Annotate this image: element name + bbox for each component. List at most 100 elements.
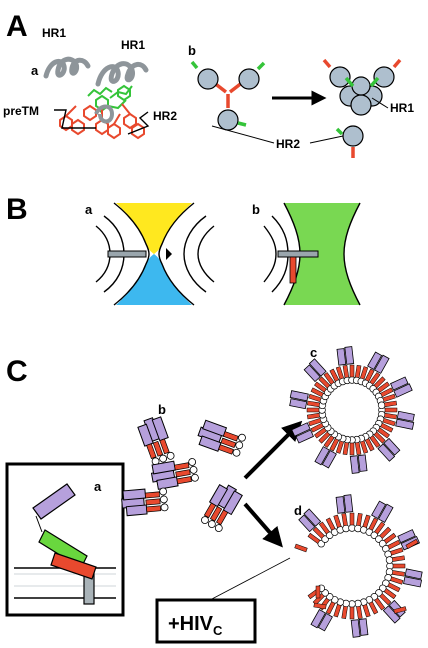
peptide-red bbox=[391, 570, 405, 577]
vesicle-bundle bbox=[335, 494, 354, 514]
peptide-red bbox=[373, 376, 386, 389]
peptide-red bbox=[308, 417, 322, 427]
panel-cd-tag: d bbox=[294, 503, 302, 518]
peptide-red bbox=[333, 514, 342, 528]
vesicle-bundle bbox=[367, 351, 390, 374]
label-hr2-b: HR2 bbox=[276, 137, 300, 151]
peptide-red bbox=[312, 526, 325, 539]
peptide-red bbox=[349, 442, 355, 456]
peptide-red bbox=[329, 368, 340, 382]
peptide-red bbox=[359, 366, 369, 380]
hr2-leader-left bbox=[211, 125, 275, 144]
peptide-red bbox=[314, 427, 327, 439]
peptide-bundles bbox=[121, 416, 246, 532]
trimer-right bbox=[322, 58, 402, 158]
peptide-red bbox=[374, 521, 386, 535]
peptide-red bbox=[383, 532, 397, 544]
peptide-red bbox=[318, 376, 331, 389]
hivc-label: +HIVC bbox=[168, 613, 223, 638]
peptide-red bbox=[325, 517, 336, 531]
peptide-red bbox=[382, 393, 396, 403]
vesicle-bundle bbox=[336, 346, 355, 366]
peptide-red bbox=[333, 604, 342, 618]
lipid-head bbox=[377, 401, 386, 410]
peptide-red bbox=[362, 514, 371, 528]
pretm-line bbox=[54, 109, 96, 129]
vesicle-c bbox=[289, 346, 415, 474]
peptide-red bbox=[314, 381, 327, 393]
panel-ca-tag: a bbox=[94, 479, 102, 494]
vesicle-bundle bbox=[350, 618, 369, 638]
peptide-red bbox=[308, 393, 322, 403]
vesicle-bundle bbox=[303, 358, 327, 383]
free-peptide bbox=[313, 602, 327, 610]
peptide-red bbox=[383, 588, 397, 600]
peptide-red bbox=[306, 407, 320, 413]
panel-a-letter: A bbox=[6, 10, 28, 43]
vesicle-bundle bbox=[377, 437, 401, 462]
peptide-red bbox=[310, 387, 324, 398]
peptide-red bbox=[382, 417, 396, 427]
panel-ba-tag: a bbox=[85, 202, 93, 217]
peptide-red bbox=[379, 593, 392, 606]
trimer-left bbox=[190, 60, 266, 131]
helix-hr1-left bbox=[43, 56, 91, 79]
peptide-red bbox=[391, 555, 405, 562]
peptide-red bbox=[306, 400, 321, 408]
hivc-leader bbox=[209, 557, 291, 601]
vesicle-d bbox=[294, 494, 423, 638]
label-pretm: preTM bbox=[3, 104, 39, 118]
free-peptide bbox=[393, 606, 407, 614]
peptide-red bbox=[384, 407, 398, 413]
hivc-box bbox=[155, 598, 257, 644]
vesicle-bundle bbox=[310, 609, 333, 632]
peptide-red bbox=[342, 364, 350, 379]
peptide-red bbox=[323, 435, 335, 448]
peptide-red bbox=[369, 435, 381, 448]
vesicle-bundle bbox=[403, 568, 423, 588]
peptide-red bbox=[307, 532, 321, 544]
peptide-red bbox=[341, 605, 348, 619]
peptide-red bbox=[349, 364, 355, 378]
peptide-red bbox=[349, 512, 355, 526]
peptide-red bbox=[341, 513, 348, 527]
red-residues bbox=[59, 103, 145, 140]
peptide-red bbox=[335, 366, 345, 380]
peptide-red bbox=[349, 606, 355, 620]
helix-core bbox=[94, 104, 115, 124]
free-peptide bbox=[315, 585, 321, 599]
label-hr1-left: HR1 bbox=[42, 26, 66, 40]
label-hr1-b: HR1 bbox=[390, 101, 414, 115]
hemifusion-stalk-a bbox=[95, 202, 215, 306]
free-peptide bbox=[405, 538, 419, 550]
peptide-red bbox=[364, 438, 375, 452]
peptide-red bbox=[380, 422, 394, 433]
peptide-red bbox=[362, 604, 371, 618]
vesicle-bundle bbox=[349, 454, 368, 474]
peptide-red bbox=[359, 440, 369, 454]
peptide-red bbox=[390, 547, 404, 556]
peptide-red bbox=[383, 412, 398, 420]
peptide-red bbox=[392, 563, 406, 569]
peptide-red bbox=[342, 441, 350, 456]
fusion-pore-b bbox=[263, 202, 361, 306]
panel-cb-tag: b bbox=[158, 402, 166, 417]
peptide-red bbox=[354, 364, 362, 379]
panel-aa-tag: a bbox=[31, 63, 39, 78]
free-peptide bbox=[294, 543, 308, 553]
arrow-to-c bbox=[243, 420, 303, 480]
panel-b-letter: B bbox=[6, 193, 28, 226]
peptide-red bbox=[323, 372, 335, 385]
panel-ab-tag: b bbox=[188, 43, 196, 58]
peptide-red bbox=[369, 372, 381, 385]
peptide-red bbox=[368, 601, 379, 615]
hr1-leader bbox=[371, 97, 389, 109]
peptide-red bbox=[390, 576, 404, 585]
vesicle-bundle bbox=[371, 500, 394, 523]
helix-segments-ca bbox=[14, 483, 116, 605]
peptide-bundle bbox=[201, 483, 243, 532]
peptide-bundle bbox=[197, 419, 246, 457]
peptide-red bbox=[364, 368, 375, 382]
peptide-red bbox=[325, 601, 336, 615]
